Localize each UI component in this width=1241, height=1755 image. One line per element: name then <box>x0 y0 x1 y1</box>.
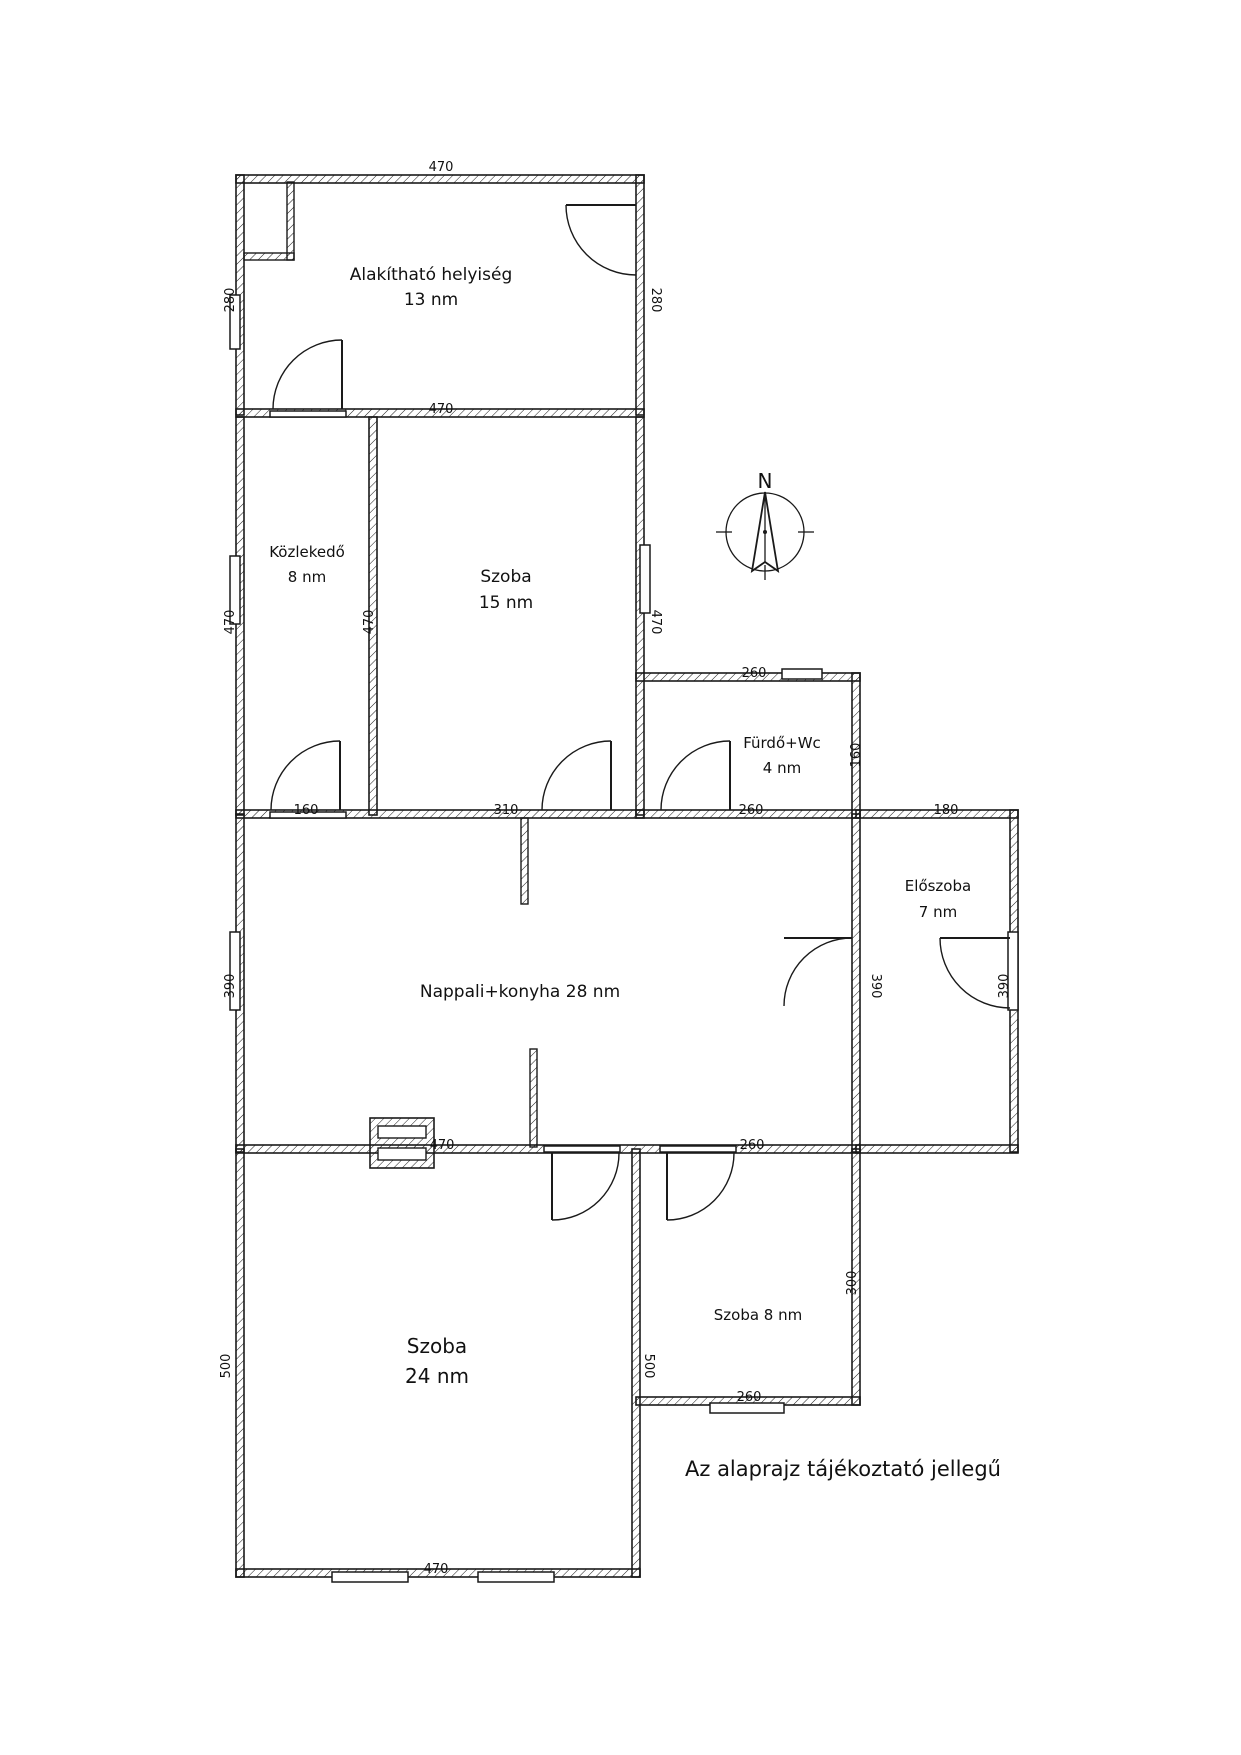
window <box>1007 931 1019 1011</box>
compass-label: N <box>758 469 773 493</box>
dim-label: 470 <box>362 610 377 635</box>
room-area-alakithato: 13 nm <box>404 290 458 310</box>
window <box>331 1571 409 1583</box>
dim-label: 500 <box>219 1354 234 1379</box>
door <box>270 740 341 811</box>
room-name-szoba24: Szoba <box>407 1334 467 1358</box>
dim-label: 260 <box>742 666 767 681</box>
dim-label: 470 <box>430 1138 455 1153</box>
dim-label: 160 <box>294 803 319 818</box>
wall-eloszoba-bottom <box>855 1144 1019 1154</box>
dim-label: 260 <box>739 803 764 818</box>
room-area-szoba24: 24 nm <box>405 1364 469 1388</box>
dim-label: 390 <box>868 974 883 999</box>
wall-szoba15-right <box>635 416 645 816</box>
wall-top-mid <box>235 408 645 418</box>
room-name-kozlekedo: Közlekedő <box>269 543 345 561</box>
door <box>939 937 1011 1009</box>
dim-label: 470 <box>223 610 238 635</box>
door <box>551 1152 620 1221</box>
windows <box>229 294 1019 1583</box>
wall-szoba24-right <box>631 1148 641 1578</box>
dim-label: 390 <box>223 974 238 999</box>
north-arrow-icon: N <box>716 469 814 580</box>
room-name-alakithato: Alakítható helyiség <box>350 265 513 285</box>
wall-top <box>235 174 645 184</box>
door <box>541 740 612 811</box>
dim-label: 280 <box>223 288 238 313</box>
window <box>269 811 347 819</box>
room-area-furdo: 4 nm <box>763 759 801 777</box>
dim-label: 470 <box>429 160 454 175</box>
window <box>639 544 651 614</box>
dim-label: 310 <box>494 803 519 818</box>
wall-top-box-bottom <box>243 252 295 261</box>
window <box>543 1145 621 1153</box>
wall-nappali-partition-bottom <box>529 1048 538 1148</box>
walls <box>235 174 1019 1578</box>
dim-label: 300 <box>845 1271 860 1296</box>
wall-szoba24-bottom <box>235 1568 641 1578</box>
room-area-kozlekedo: 8 nm <box>288 568 326 586</box>
disclaimer-note: Az alaprajz tájékoztató jellegű <box>685 1457 1001 1481</box>
window <box>269 410 347 418</box>
room-name-szoba15: Szoba <box>480 567 531 587</box>
dimension-labels: 470 280 280 470 470 470 470 260 160 160 … <box>219 160 1012 1577</box>
room-area-szoba15: 15 nm <box>479 593 533 613</box>
dim-label: 470 <box>648 610 663 635</box>
dim-label: 280 <box>648 288 663 313</box>
chimney-flue-1 <box>377 1125 427 1139</box>
wall-top-box-right <box>286 181 295 261</box>
room-name-furdo: Fürdő+Wc <box>743 734 821 752</box>
dim-label: 470 <box>429 402 454 417</box>
dim-label: 260 <box>737 1390 762 1405</box>
door <box>783 937 853 1007</box>
chimney-flue-2 <box>377 1147 427 1161</box>
dim-label: 470 <box>424 1562 449 1577</box>
dim-label: 390 <box>997 974 1012 999</box>
wall-szoba24-left <box>235 1148 245 1578</box>
window <box>229 294 241 350</box>
window <box>229 555 241 625</box>
wall-nappali-partition-top <box>520 817 529 905</box>
door <box>272 339 343 410</box>
window <box>477 1571 555 1583</box>
window <box>229 931 241 1011</box>
room-name-eloszoba: Előszoba <box>905 877 971 895</box>
dim-label: 160 <box>849 743 864 768</box>
room-area-eloszoba: 7 nm <box>919 903 957 921</box>
doors <box>270 204 1011 1221</box>
dim-label: 260 <box>740 1138 765 1153</box>
room-szoba8: Szoba 8 nm <box>714 1306 802 1324</box>
wall-nappali-right <box>851 813 861 1153</box>
door <box>666 1152 735 1221</box>
window <box>659 1145 737 1153</box>
window <box>709 1402 785 1414</box>
wall-top-right <box>635 174 645 416</box>
door <box>660 740 731 811</box>
dim-label: 180 <box>934 803 959 818</box>
dim-label: 500 <box>641 1354 656 1379</box>
room-nappali: Nappali+konyha 28 nm <box>420 982 620 1002</box>
room-labels: Alakítható helyiség 13 nm Közlekedő 8 nm… <box>269 265 971 1388</box>
window <box>781 668 823 680</box>
door <box>565 204 637 276</box>
